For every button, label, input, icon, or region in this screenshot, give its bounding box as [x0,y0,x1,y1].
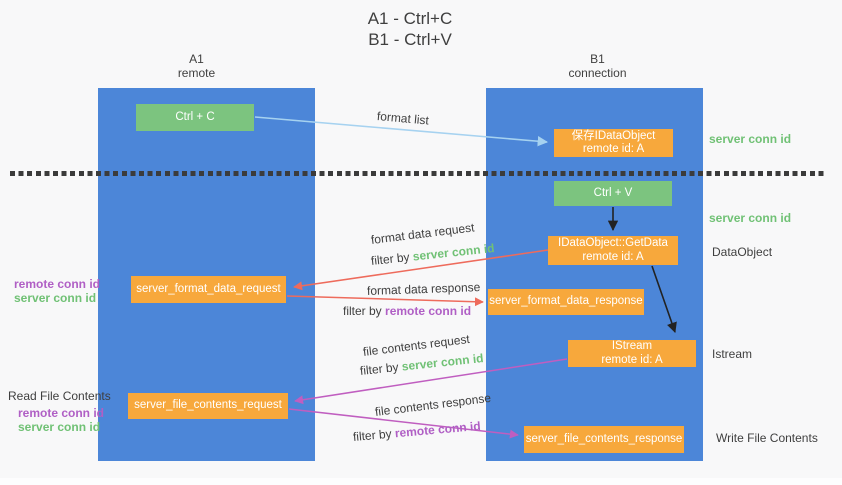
lane-a1-subtitle: remote [177,66,216,80]
edge-label-filter-by-remote-1: filter by remote conn id [343,304,471,318]
edge-label-filter-by-server-1: filter by server conn id [370,241,495,268]
label-conn-ids-format: remote conn id server conn id [14,277,101,305]
node-istream: IStream remote id: A [568,340,696,367]
label-server-conn-id-2: server conn id [18,420,101,434]
node-format-request-label: server_format_data_request [136,282,281,295]
label-read-file-contents: Read File Contents [8,389,111,403]
label-remote-conn-id-1: remote conn id [14,277,101,291]
lane-b1-name: B1 [590,52,605,66]
node-save-idataobject: 保存IDataObject remote id: A [554,129,673,157]
filter-by-text-4: filter by [352,426,393,444]
node-format-response-label: server_format_data_response [489,295,643,308]
node-server-format-data-response: server_format_data_response [488,289,644,315]
node-server-format-data-request: server_format_data_request [131,276,286,303]
node-ctrl-c-label: Ctrl + C [175,110,215,123]
node-ctrl-c: Ctrl + C [136,104,254,131]
node-save-idataobject-line2: remote id: A [582,143,645,155]
lane-header-b1: B1 connection [489,52,706,80]
server-conn-id-text-2: server conn id [401,351,485,374]
node-server-file-contents-request: server_file_contents_request [128,393,288,419]
session-divider-dotted-line [10,171,826,176]
node-istream-line2: remote id: A [601,353,663,366]
node-getdata-line1: IDataObject::GetData [558,237,668,249]
edge-label-file-contents-response: file contents response [374,390,492,419]
label-write-file-contents: Write File Contents [716,431,818,445]
lane-header-a1: A1 remote [88,52,305,80]
node-ctrl-v-label: Ctrl + V [593,186,633,199]
label-server-conn-id-mid: server conn id [709,211,792,225]
node-server-file-contents-response: server_file_contents_response [524,426,684,453]
node-ctrl-v: Ctrl + V [554,181,672,206]
edge-label-format-list: format list [376,109,430,128]
filter-by-text-3: filter by [359,359,400,378]
edge-label-format-data-response: format data response [366,280,481,298]
bottom-strip [0,478,842,485]
filter-by-text-2: filter by [343,304,382,318]
node-getdata-line2: remote id: A [582,250,644,263]
edge-label-format-data-request: format data request [370,220,476,247]
label-dataobject: DataObject [712,245,773,259]
label-conn-ids-file: remote conn id server conn id [18,406,104,434]
label-istream: Istream [712,347,753,361]
diagram-title: A1 - Ctrl+C B1 - Ctrl+V [310,8,510,50]
server-conn-id-text-1: server conn id [412,241,496,264]
label-server-conn-id-1: server conn id [14,291,97,305]
node-file-response-label: server_file_contents_response [525,432,683,445]
remote-conn-id-text-1: remote conn id [385,304,472,318]
lane-a1-name: A1 [189,52,204,66]
remote-conn-id-text-2: remote conn id [394,418,482,441]
lane-b1-subtitle: connection [568,66,627,80]
title-line-1: A1 - Ctrl+C [367,9,453,28]
edge-label-filter-by-remote-2: filter by remote conn id [352,419,481,444]
node-file-request-label: server_file_contents_request [134,399,282,412]
title-line-2: B1 - Ctrl+V [368,30,452,49]
node-istream-line1: IStream [611,340,653,352]
label-server-conn-id-top: server conn id [709,132,792,146]
node-save-idataobject-line1: 保存IDataObject [571,129,656,142]
filter-by-text-1: filter by [370,249,411,268]
label-remote-conn-id-2: remote conn id [18,406,105,420]
node-idataobject-getdata: IDataObject::GetData remote id: A [548,236,678,265]
